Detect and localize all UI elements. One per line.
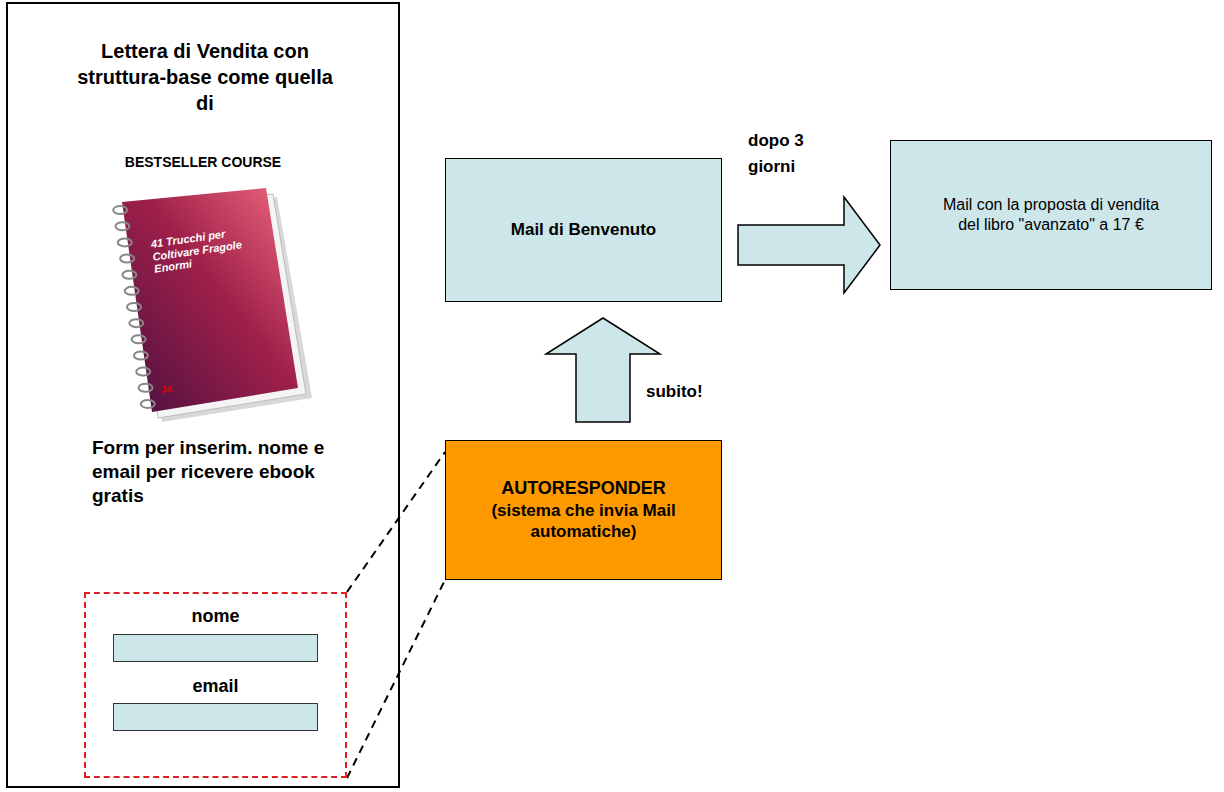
spiral-ring (125, 287, 139, 295)
book-cover (122, 188, 298, 412)
node-text: AUTORESPONDER (501, 478, 666, 500)
node-text: Lettera di Vendita con struttura-base co… (70, 38, 340, 116)
spiral-ring (127, 303, 141, 311)
node-text: Mail con la proposta di vendita del libr… (936, 195, 1166, 235)
book-mark: Ja (160, 382, 173, 394)
node-text: (sistema che invia Mail automatiche) (474, 500, 694, 543)
spiral-ring (113, 206, 127, 214)
input-field (113, 703, 318, 731)
signup-form: nome email (84, 592, 347, 778)
autoresponder-box: AUTORESPONDER(sistema che invia Mail aut… (445, 440, 722, 580)
spiral-ring (134, 351, 148, 359)
spiral-ring (141, 400, 155, 408)
spiral-binding (113, 206, 155, 408)
block-arrow (546, 318, 660, 422)
spiral-ring (118, 238, 132, 246)
spiral-ring (129, 319, 143, 327)
block-arrow (738, 197, 880, 293)
spiral-ring (122, 271, 136, 279)
edge-label: subito! (644, 378, 705, 406)
node-text: nome (191, 606, 239, 628)
node-text: Form per inserim. nome e email per ricev… (92, 436, 342, 507)
node-text: email (192, 676, 238, 698)
node-text: Mail di Benvenuto (511, 220, 656, 240)
spiral-ring (139, 384, 153, 392)
sales-letter-panel: Lettera di Vendita con struttura-base co… (6, 2, 400, 788)
offer-mail-box: Mail con la proposta di vendita del libr… (890, 140, 1212, 290)
spiral-ring (136, 368, 150, 376)
spiral-ring (115, 222, 129, 230)
node-text: BESTSELLER COURSE (8, 154, 398, 171)
spiral-ring (120, 255, 134, 263)
spiral-ring (132, 335, 146, 343)
edge-label: dopo 3 giorni (746, 127, 830, 180)
input-field (113, 634, 318, 662)
welcome-mail-box: Mail di Benvenuto (445, 158, 722, 302)
book-title: 41 Trucchi per Coltivare Fragole Enormi (150, 223, 264, 276)
dashed-link (347, 452, 445, 778)
